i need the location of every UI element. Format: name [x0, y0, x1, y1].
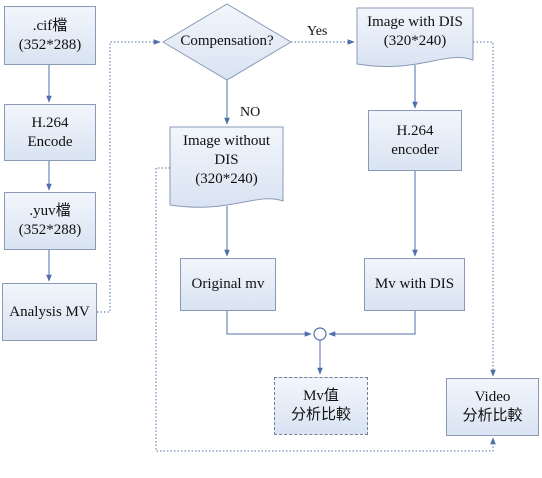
image-with-dis-doc-shape	[356, 7, 474, 67]
video-compare-line1: Video	[474, 389, 511, 405]
image-without-dis-line2: DIS	[214, 152, 239, 168]
line-mv-with-dis-to-junction	[328, 311, 416, 337]
h264-encode-box: H.264 Encode	[4, 104, 96, 161]
h264-encode-line2: Encode	[27, 133, 73, 150]
h264-encode-line1: H.264	[31, 114, 69, 131]
no-label: NO	[240, 105, 261, 120]
mv-compare-box: Mv值 分析比較	[274, 377, 368, 435]
h264-encoder-line1: H.264	[396, 122, 434, 139]
arrow-image-without-dis-to-video	[155, 167, 496, 452]
image-without-dis-doc-shape	[169, 126, 284, 208]
line-original-mv-to-junction	[226, 311, 312, 337]
yuv-file-box: .yuv檔 (352*288)	[4, 192, 96, 250]
original-mv-label: Original mv	[191, 276, 265, 292]
original-mv-box: Original mv	[180, 258, 276, 311]
image-with-dis-line2: (320*240)	[383, 33, 447, 49]
arrow-image-with-dis-to-video	[473, 41, 496, 377]
video-compare-line2: 分析比較	[462, 408, 523, 424]
image-without-dis-text: Image without DIS (320*240)	[170, 132, 283, 189]
mv-with-dis-label: Mv with DIS	[374, 276, 455, 292]
analysis-mv-box: Analysis MV	[2, 283, 97, 341]
yuv-file-label: .yuv檔	[29, 203, 71, 219]
yuv-file-size: (352*288)	[18, 222, 82, 238]
h264-encoder-box: H.264 encoder	[368, 110, 462, 171]
cif-file-box: .cif檔 (352*288)	[4, 6, 96, 65]
cif-file-label: .cif檔	[32, 17, 68, 34]
junction-circle	[313, 327, 327, 341]
video-compare-box: Video 分析比較	[446, 378, 539, 436]
yes-label: Yes	[307, 24, 328, 39]
h264-encoder-line2: encoder	[391, 141, 439, 158]
arrow-analysis-to-compensation	[97, 39, 161, 313]
analysis-mv-label: Analysis MV	[9, 303, 90, 320]
mv-compare-line2: 分析比較	[290, 407, 351, 423]
mv-with-dis-box: Mv with DIS	[364, 258, 465, 311]
mv-compare-line1: Mv值	[303, 388, 339, 404]
image-with-dis-text: Image with DIS (320*240)	[357, 13, 473, 51]
image-without-dis-line3: (320*240)	[195, 171, 258, 187]
cif-file-size: (352*288)	[18, 36, 82, 53]
image-without-dis-line1: Image without	[182, 133, 271, 149]
image-with-dis-line1: Image with DIS	[367, 14, 463, 30]
compensation-label: Compensation?	[180, 33, 274, 49]
